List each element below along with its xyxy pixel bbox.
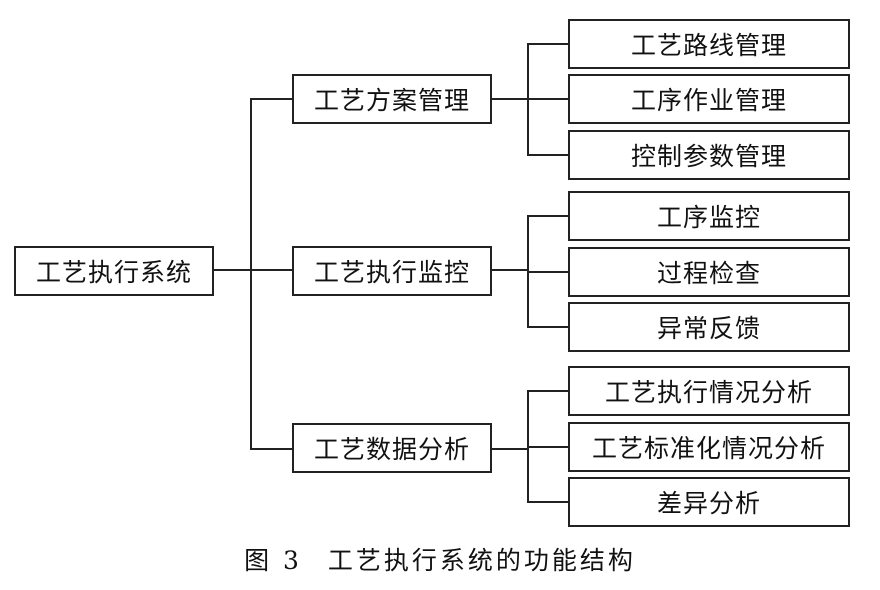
figure-number: 图 3 — [244, 546, 302, 575]
connector-to-branch-2 — [250, 269, 294, 271]
connector-to-child-3-3 — [527, 501, 570, 503]
connector-branch-3-stub — [492, 448, 528, 450]
connector-to-child-1-1 — [527, 43, 570, 45]
branch-node-1: 工艺方案管理 — [292, 74, 492, 124]
branch-node-3: 工艺数据分析 — [292, 423, 492, 473]
connector-main-trunk — [250, 98, 252, 450]
connector-branch-2-stub — [492, 269, 528, 271]
leaf-node-1-2: 工序作业管理 — [568, 74, 850, 124]
figure-title: 工艺执行系统的功能结构 — [327, 546, 636, 575]
connector-to-child-2-2 — [527, 271, 570, 273]
connector-root-stub — [214, 269, 251, 271]
connector-to-child-2-1 — [527, 215, 570, 217]
connector-to-child-1-2 — [527, 98, 570, 100]
leaf-node-3-1: 工艺执行情况分析 — [568, 366, 850, 416]
leaf-node-2-1: 工序监控 — [568, 191, 850, 241]
leaf-node-1-1: 工艺路线管理 — [568, 19, 850, 69]
connector-to-branch-1 — [250, 98, 294, 100]
connector-to-branch-3 — [250, 448, 294, 450]
leaf-node-3-3: 差异分析 — [568, 477, 850, 527]
connector-to-child-3-1 — [527, 390, 570, 392]
connector-to-child-3-2 — [527, 446, 570, 448]
branch-node-2: 工艺执行监控 — [292, 246, 492, 296]
connector-to-child-1-3 — [527, 154, 570, 156]
connector-to-child-2-3 — [527, 326, 570, 328]
leaf-node-3-2: 工艺标准化情况分析 — [568, 422, 850, 472]
root-node: 工艺执行系统 — [14, 246, 214, 296]
connector-branch-1-stub — [492, 98, 528, 100]
leaf-node-2-3: 异常反馈 — [568, 302, 850, 352]
leaf-node-2-2: 过程检查 — [568, 247, 850, 297]
leaf-node-1-3: 控制参数管理 — [568, 130, 850, 180]
figure-caption: 图 3 工艺执行系统的功能结构 — [0, 541, 880, 577]
